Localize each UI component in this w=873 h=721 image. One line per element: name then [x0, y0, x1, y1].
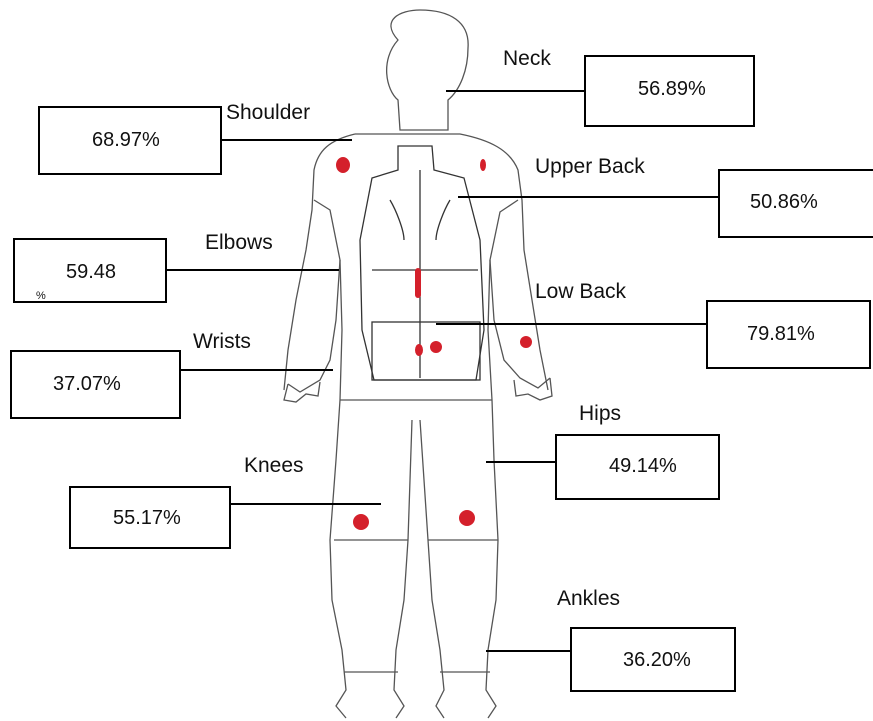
- ankles-label: Ankles: [557, 588, 620, 609]
- low-back-label: Low Back: [535, 281, 626, 302]
- knees-label: Knees: [244, 455, 304, 476]
- left-arm-outline: [288, 200, 340, 392]
- torso-outline: [355, 134, 548, 390]
- back-panel-outline: [360, 146, 484, 380]
- upper-back-label: Upper Back: [535, 156, 645, 177]
- hip-marker-left: [415, 344, 423, 356]
- upper-back-leader: [458, 196, 720, 198]
- low-back-value-box: 79.81%: [706, 300, 871, 369]
- wrist-marker: [520, 336, 532, 348]
- shoulder-leader: [222, 139, 352, 141]
- wrists-leader: [181, 369, 333, 371]
- elbows-label: Elbows: [205, 232, 273, 253]
- knees-value-box: 55.17%: [69, 486, 231, 549]
- upper-back-value-box: 50.86%: [718, 169, 873, 238]
- shoulder-value-box: 68.97%: [38, 106, 222, 175]
- low-back-marker: [415, 268, 421, 298]
- left-leg-outline: [330, 540, 346, 718]
- hips-value: 49.14%: [609, 456, 677, 476]
- shoulder-marker: [336, 157, 350, 173]
- hips-leader: [486, 461, 556, 463]
- neck-label: Neck: [503, 48, 551, 69]
- knees-value: 55.17%: [113, 508, 181, 528]
- knee-marker-left: [353, 514, 369, 530]
- elbows-leader: [167, 269, 339, 271]
- knees-leader: [231, 503, 381, 505]
- hips-label: Hips: [579, 403, 621, 424]
- upper-back-value: 50.86%: [750, 192, 818, 212]
- elbows-value: 59.48: [66, 262, 116, 282]
- knee-marker-right: [459, 510, 475, 526]
- elbows-value-box: 59.48 %: [13, 238, 167, 303]
- wrists-value-box: 37.07%: [10, 350, 181, 419]
- right-leg-outline: [486, 540, 498, 718]
- ankles-value-box: 36.20%: [570, 627, 736, 692]
- hip-marker-right: [430, 341, 442, 353]
- hips-value-box: 49.14%: [555, 434, 720, 500]
- neck-value-box: 56.89%: [584, 55, 755, 127]
- neck-leader: [446, 90, 586, 92]
- low-back-leader: [436, 323, 708, 325]
- shoulder-label: Shoulder: [226, 102, 310, 123]
- ankles-value: 36.20%: [623, 650, 691, 670]
- ankles-leader: [486, 650, 572, 652]
- shoulder-value: 68.97%: [92, 130, 160, 150]
- wrists-value: 37.07%: [53, 374, 121, 394]
- head-outline: [387, 10, 468, 130]
- shoulder-marker-right: [480, 159, 486, 171]
- wrists-label: Wrists: [193, 331, 251, 352]
- low-back-value: 79.81%: [747, 324, 815, 344]
- elbows-value-suffix: %: [36, 291, 46, 302]
- neck-value: 56.89%: [638, 79, 706, 99]
